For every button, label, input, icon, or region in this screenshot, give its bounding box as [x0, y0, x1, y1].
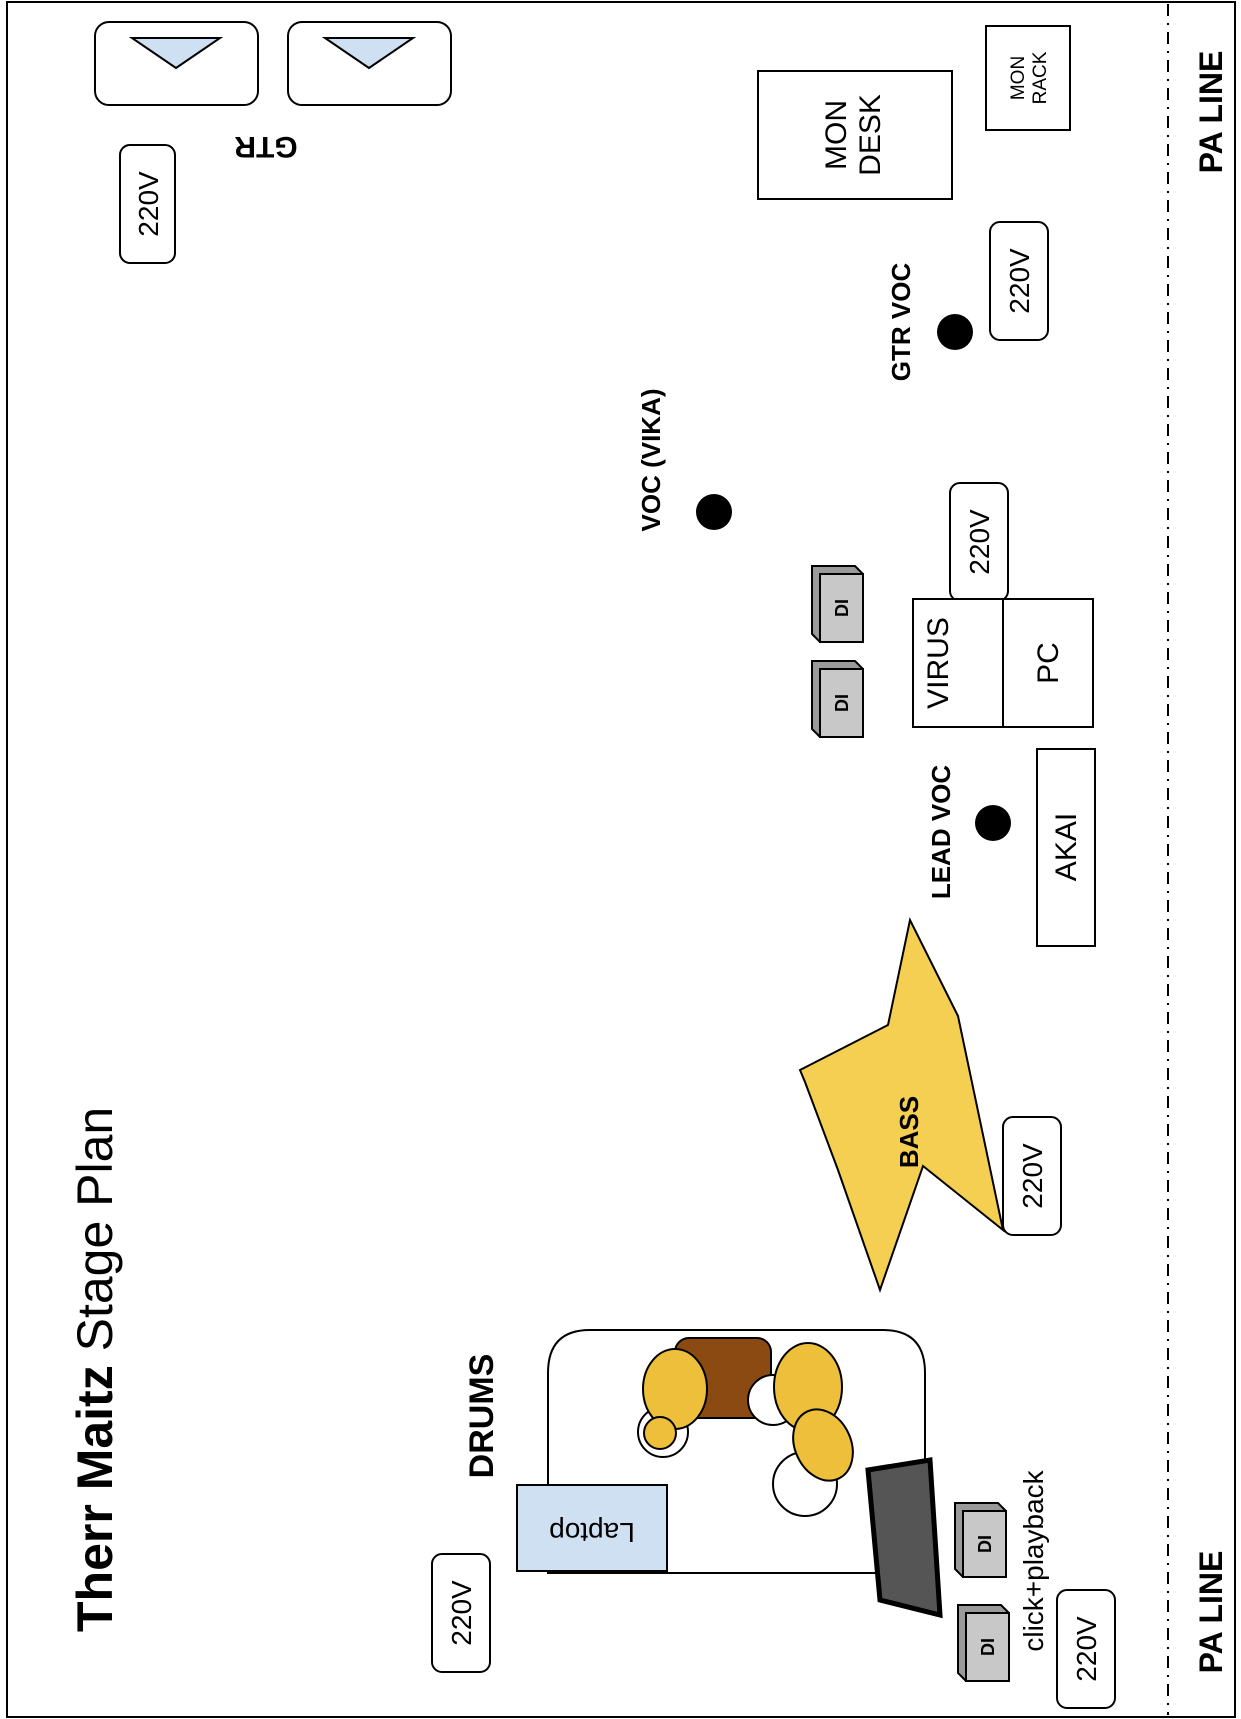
pa-line-label-bottom: PA LINE [1193, 1551, 1229, 1674]
drum-monitor-wedge [865, 1457, 943, 1619]
svg-text:MON: MON [820, 100, 853, 170]
power-220v-gtr: 220V [119, 144, 176, 264]
svg-text:DI: DI [832, 694, 852, 712]
svg-text:AKAI: AKAI [1050, 813, 1083, 881]
hihat-icon [643, 1416, 677, 1450]
wedge-speaker-icon [128, 37, 224, 70]
mon-rack: MON RACK [985, 25, 1071, 131]
svg-text:Laptop: Laptop [549, 1517, 635, 1548]
page-title: Therr Maitz Stage Plan [67, 1107, 123, 1632]
bass-label: BASS [894, 1096, 924, 1168]
pc: PC [1002, 598, 1094, 728]
svg-text:DESK: DESK [854, 94, 887, 176]
power-220v-bass: 220V [1002, 1116, 1062, 1236]
power-220v-playback: 220V [1056, 1589, 1116, 1709]
laptop: Laptop [516, 1484, 668, 1572]
cymbal-icon [792, 1408, 854, 1482]
voc-vika-label: VOC (VIKA) [636, 389, 666, 532]
di-box: DI [954, 1502, 1007, 1578]
svg-text:220V: 220V [133, 171, 164, 237]
svg-text:DI: DI [975, 1535, 995, 1553]
gtr-voc-mic [937, 314, 973, 350]
di-box: DI [811, 660, 864, 738]
title-band-name: Therr Maitz [67, 1365, 123, 1632]
svg-text:220V: 220V [1004, 248, 1035, 314]
drum-kit [637, 1337, 854, 1517]
page-frame [6, 1, 1236, 1718]
svg-text:220V: 220V [446, 1580, 477, 1646]
lead-voc-mic [975, 805, 1011, 841]
svg-text:220V: 220V [1017, 1143, 1048, 1209]
svg-text:MON: MON [1008, 56, 1029, 100]
svg-text:DI: DI [832, 599, 852, 617]
gtr-voc-label: GTR VOC [886, 263, 916, 382]
title-rest: Stage Plan [67, 1107, 123, 1366]
svg-text:PC: PC [1032, 642, 1065, 684]
click-playback-label: click+playback [1018, 1469, 1049, 1651]
svg-text:VIRUS: VIRUS [922, 617, 955, 709]
svg-text:220V: 220V [964, 509, 995, 575]
gtr-label: GTR [234, 130, 298, 163]
wedge-speaker-icon [321, 37, 417, 70]
akai: AKAI [1036, 748, 1096, 947]
svg-text:RACK: RACK [1030, 51, 1051, 104]
di-box: DI [811, 565, 864, 643]
cymbal-icon [642, 1348, 708, 1430]
gtr-wedge-left [94, 21, 259, 106]
bass-star-icon [798, 916, 1005, 1294]
power-220v-drums: 220V [431, 1553, 491, 1673]
power-220v-keys: 220V [949, 482, 1009, 602]
mon-desk: MON DESK [757, 70, 953, 200]
di-box: DI [957, 1604, 1010, 1682]
voc-vika-mic [696, 494, 732, 530]
pa-line-label-top: PA LINE [1193, 51, 1229, 174]
gtr-wedge-right [287, 21, 452, 106]
lead-voc-label: LEAD VOC [926, 765, 956, 900]
svg-text:220V: 220V [1071, 1616, 1102, 1682]
svg-text:DI: DI [978, 1638, 998, 1656]
bass-position: BASS [798, 916, 1005, 1294]
power-220v-gtr-voc: 220V [989, 221, 1049, 341]
virus-synth: VIRUS [912, 598, 1004, 728]
drums-label: DRUMS [463, 1354, 501, 1479]
